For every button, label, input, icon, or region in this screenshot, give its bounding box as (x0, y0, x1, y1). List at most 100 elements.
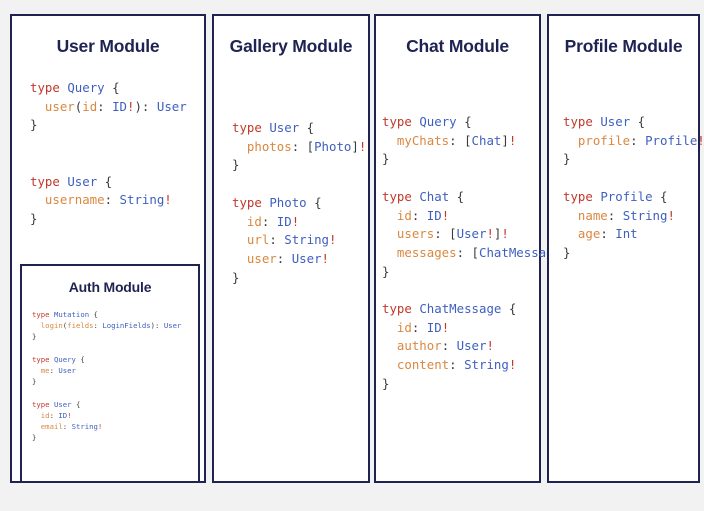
code-token: ! (486, 226, 494, 242)
code-token: Mutation (53, 310, 90, 319)
code-token: ! (164, 192, 172, 208)
code-token: User (163, 321, 182, 331)
module-card-auth[interactable]: Auth Module type Mutation { login(fields… (20, 264, 200, 483)
code-token: ! (321, 250, 329, 266)
code-token: { (104, 80, 120, 95)
code-token: id (382, 319, 412, 335)
code-line: name: String! (563, 207, 698, 226)
code-token: ! (501, 226, 509, 242)
code-token: { (71, 399, 81, 409)
code-token: { (89, 310, 98, 319)
code-token: fields (67, 321, 94, 331)
code-token: Int (615, 226, 638, 242)
code-token: : (276, 250, 292, 266)
code-token: ] (501, 132, 509, 148)
code-line: } (382, 263, 539, 282)
code-token: : (411, 319, 427, 335)
code-token: Chat (419, 188, 450, 204)
code-token: type (382, 114, 420, 129)
code-token: User (53, 399, 72, 409)
code-token: : (607, 207, 623, 223)
code-token: id (382, 207, 412, 223)
code-token: LoginFields (102, 321, 151, 331)
code-line: } (32, 331, 198, 342)
code-token: user (232, 250, 277, 266)
code-token: Photo (314, 138, 352, 154)
code-token: { (456, 114, 472, 129)
code-token: User (156, 98, 187, 114)
code-token: [ (464, 132, 472, 148)
code-line: } (232, 156, 368, 175)
schema-code-profile: type User { profile: Profile!} type Prof… (563, 113, 704, 263)
code-token: type (232, 120, 270, 135)
code-token: [ (449, 226, 457, 242)
code-line: type Chat { (382, 188, 539, 207)
code-line: } (32, 432, 198, 443)
module-card-gallery[interactable]: Gallery Module type User { photos: [Phot… (212, 14, 370, 483)
code-line: login(fields: LoginFields): User (32, 320, 198, 331)
code-token: : (49, 366, 59, 376)
module-card-profile[interactable]: Profile Module type User { profile: Prof… (547, 14, 704, 483)
code-line (30, 135, 204, 154)
code-line: } (382, 150, 539, 169)
code-token: ): (150, 321, 164, 331)
code-token: } (232, 157, 240, 173)
code-token: : (449, 132, 465, 148)
code-token: } (30, 117, 38, 133)
code-token: type (232, 194, 270, 210)
code-line: user(id: ID!): User (30, 98, 204, 117)
code-token: ] (351, 138, 359, 154)
code-token: type (30, 80, 68, 95)
code-token: ! (67, 410, 72, 420)
code-token: } (32, 433, 37, 443)
code-token: String (464, 357, 509, 373)
code-token: } (382, 263, 390, 279)
code-token: : (411, 207, 427, 223)
code-token: } (382, 151, 390, 167)
code-token: String (284, 232, 329, 248)
code-token: Profile (645, 132, 698, 148)
code-token: type (382, 188, 420, 204)
code-token: : (291, 138, 307, 154)
schema-code-user: type Query { user(id: ID!): User} type U… (30, 79, 204, 229)
code-token: ! (508, 132, 517, 148)
code-line: type Query { (32, 354, 198, 365)
code-line: messages: [ChatMessage]! (382, 244, 576, 263)
module-card-chat[interactable]: Chat Module type Query { myChats: [Chat]… (374, 14, 576, 483)
code-line: content: String! (382, 356, 539, 375)
code-token: type (563, 188, 601, 204)
code-line: type User { (232, 119, 368, 138)
code-token: ! (329, 232, 337, 248)
schema-code-auth: type Mutation { login(fields: LoginField… (32, 309, 198, 443)
code-line: } (232, 269, 368, 288)
code-line: } (382, 375, 539, 394)
module-title-chat: Chat Module (406, 36, 509, 56)
module-card-user[interactable]: User Module type Query { user(id: ID!): … (10, 14, 206, 483)
code-line: type Profile { (563, 188, 698, 207)
code-token: ! (697, 133, 704, 148)
code-token: ID (426, 207, 442, 223)
code-token: ID (426, 319, 442, 335)
code-line: type Query { (382, 113, 539, 132)
code-token: [ (306, 138, 315, 154)
code-token: { (501, 301, 517, 317)
code-token: ! (127, 98, 135, 114)
code-token: : (93, 321, 103, 331)
code-line (30, 154, 204, 173)
code-token: } (382, 375, 390, 391)
code-token: : (630, 132, 646, 148)
code-token: : (62, 422, 72, 432)
code-token: User (67, 173, 98, 189)
code-token: [ (471, 244, 479, 260)
code-token: } (563, 244, 571, 260)
code-token: content (382, 357, 450, 373)
code-line (382, 169, 539, 188)
code-token: : (449, 357, 465, 373)
code-token: type (32, 399, 54, 409)
code-token: } (30, 210, 38, 226)
code-token: { (306, 194, 322, 210)
code-token: url (232, 232, 270, 248)
code-token: ID (276, 213, 292, 229)
code-token: String (119, 192, 165, 208)
code-token: : (104, 192, 120, 208)
